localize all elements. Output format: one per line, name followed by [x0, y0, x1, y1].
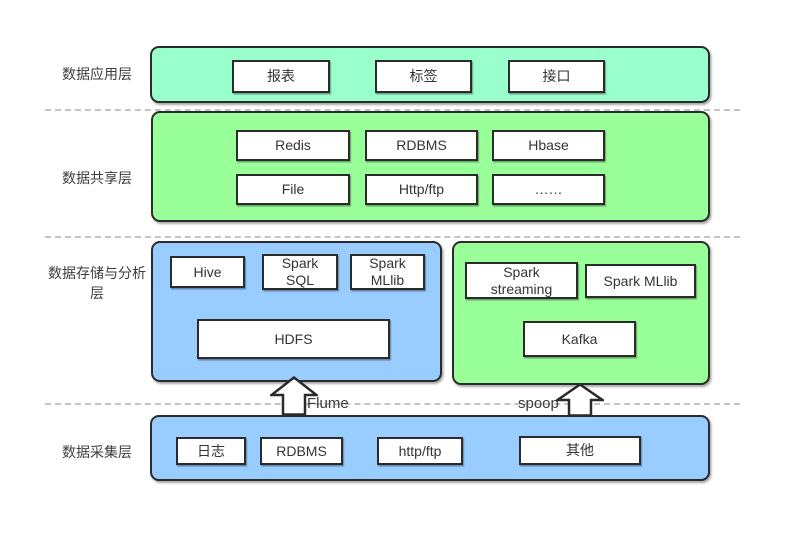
- app-item-interface: 接口: [508, 60, 605, 93]
- label-storage-layer: 数据存储与分析 层: [44, 263, 150, 303]
- share-item-hbase: Hbase: [492, 130, 605, 161]
- storage-item-hive: Hive: [170, 256, 245, 288]
- separator-line-2: [45, 236, 740, 238]
- share-item-rdbms: RDBMS: [365, 130, 478, 161]
- share-item-ellipsis: ……: [492, 174, 605, 205]
- storage-item-spark-sql: Spark SQL: [262, 254, 338, 290]
- sharing-layer-container: [151, 111, 710, 222]
- storage-item-spark-mllib: Spark MLlib: [350, 254, 425, 290]
- collect-item-httpftp: http/ftp: [377, 437, 463, 465]
- streaming-item-spark-streaming: Spark streaming: [465, 262, 578, 299]
- app-item-tag: 标签: [375, 60, 472, 93]
- collect-item-other: 其他: [519, 436, 641, 465]
- collect-item-log: 日志: [176, 437, 246, 465]
- share-item-httpftp: Http/ftp: [365, 174, 478, 205]
- collect-item-rdbms: RDBMS: [260, 437, 343, 465]
- label-application-layer: 数据应用层: [62, 66, 132, 82]
- separator-line-3: [45, 403, 740, 405]
- share-item-redis: Redis: [236, 130, 350, 161]
- flume-up-arrow-icon: [270, 376, 318, 416]
- label-storage-layer-line1: 数据存储与分析: [48, 265, 146, 281]
- label-storage-layer-line2: 层: [90, 285, 104, 301]
- share-item-file: File: [236, 174, 350, 205]
- streaming-item-spark-mllib: Spark MLlib: [585, 264, 696, 298]
- flume-arrow-label: Flume: [307, 395, 349, 412]
- streaming-item-kafka: Kafka: [523, 321, 636, 357]
- sqoop-arrow-label: spoop: [518, 395, 559, 412]
- storage-item-hdfs: HDFS: [197, 319, 390, 359]
- label-sharing-layer: 数据共享层: [62, 170, 132, 186]
- label-collection-layer: 数据采集层: [62, 444, 132, 460]
- app-item-report: 报表: [232, 60, 330, 93]
- separator-line-1: [45, 109, 740, 111]
- sqoop-up-arrow-icon: [556, 383, 604, 417]
